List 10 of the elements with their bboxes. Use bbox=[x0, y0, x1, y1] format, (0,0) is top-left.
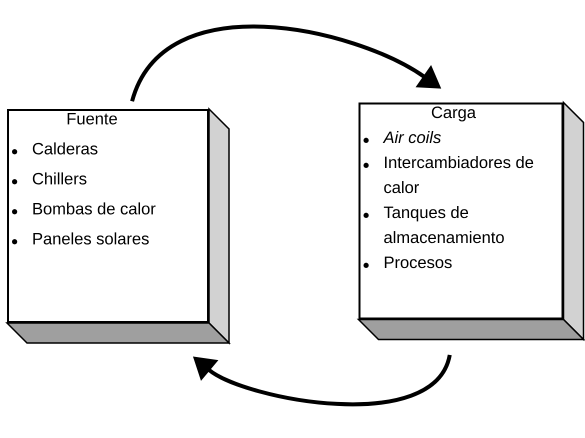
list-item: Procesos bbox=[384, 256, 452, 268]
list-item: Paneles solares bbox=[33, 232, 149, 244]
list-item: Intercambiadores de calor bbox=[384, 156, 534, 194]
box-heading: Fuente bbox=[68, 112, 117, 124]
list-item: Bombas de calor bbox=[33, 202, 156, 214]
list-item: Chillers bbox=[32, 172, 86, 184]
list-item: Tanques de almacenamiento bbox=[384, 206, 504, 244]
list-item: Calderas bbox=[32, 142, 98, 154]
box-heading: Carga bbox=[432, 106, 476, 122]
list-item: Air coils bbox=[382, 131, 441, 144]
